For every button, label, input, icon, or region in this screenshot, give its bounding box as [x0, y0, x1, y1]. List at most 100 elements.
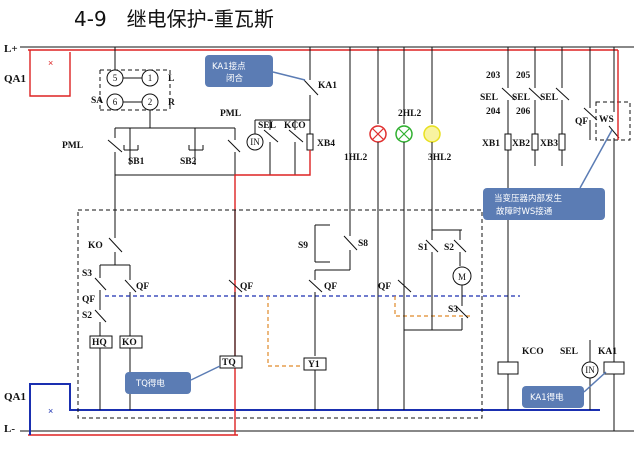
- sb2-label: SB2: [180, 157, 197, 167]
- sa-r-label: R: [168, 98, 175, 108]
- sb1-label: SB1: [128, 157, 145, 167]
- transformer-fault-callout: [483, 188, 605, 220]
- hq-coil: [89, 335, 113, 349]
- xb1-link: [504, 133, 512, 151]
- sa-label: SA: [91, 96, 103, 106]
- hq-label: HQ: [92, 338, 107, 348]
- fault-callout-pointer: [579, 129, 613, 189]
- sel1-label: SEL: [480, 93, 498, 103]
- sel3-label: SEL: [540, 93, 558, 103]
- sel-right-label: SEL: [560, 347, 578, 357]
- qa1-bottom-mark: ×: [48, 406, 53, 416]
- s3-right-contact: [455, 285, 469, 330]
- qf-left-label: QF: [82, 295, 95, 305]
- qf-a-label: QF: [136, 282, 149, 292]
- mechanism-dash-box: [77, 209, 483, 419]
- qa1-top-mark: ×: [48, 58, 53, 68]
- tq-callout-pointer: [190, 365, 221, 381]
- s2-left-label: S2: [82, 311, 92, 321]
- bus-positive-label: L+: [4, 43, 18, 55]
- qf-right-label: QF: [575, 117, 588, 127]
- s9-label: S9: [298, 241, 308, 251]
- sa-contact-6-num: 6: [113, 97, 118, 107]
- s8-contact: [343, 47, 358, 270]
- ka1-power-pointer: [583, 371, 607, 393]
- ka1-callout-line1: KA1接点: [212, 61, 246, 72]
- ko-contact: [108, 200, 123, 265]
- in-left-label: IN: [250, 137, 260, 147]
- bus-negative-label: L-: [4, 423, 15, 435]
- sel3-contact: [555, 47, 570, 134]
- pml-right-contact: [227, 128, 241, 175]
- lamp-2hl2-x: [397, 127, 411, 141]
- ka1-power-callout-text: KA1得电: [530, 392, 564, 403]
- kco-contact: [288, 120, 304, 175]
- sb1-button: [123, 140, 139, 165]
- s2-right-label: S2: [444, 243, 454, 253]
- ka1-contact-label: KA1: [318, 81, 337, 91]
- kco-coil: [497, 361, 519, 375]
- qf-c-label: QF: [324, 282, 337, 292]
- ka1-contact: [303, 47, 319, 120]
- lamp-1hl2-x: [371, 127, 385, 141]
- lamp-2hl2-label: 2HL2: [398, 109, 421, 119]
- xb3-link: [558, 133, 566, 151]
- sa-contact-2-num: 2: [148, 97, 153, 107]
- ka1-callout-line2: 闭合: [226, 73, 244, 84]
- tq-label: TQ: [222, 358, 236, 368]
- tq-callout: [125, 372, 191, 394]
- fault-callout-line2: 故障时WS接通: [496, 206, 553, 217]
- xb3-label: XB3: [540, 139, 558, 149]
- xb1-label: XB1: [482, 139, 500, 149]
- qa1-bottom-label: QA1: [4, 391, 26, 403]
- s3-right-label: S3: [448, 305, 458, 315]
- ko-coil: [119, 335, 143, 349]
- pml-top-label: PML: [220, 109, 241, 119]
- ka1-closed-callout: [205, 55, 273, 87]
- qf-left-contact: [124, 265, 137, 336]
- s9-bracket: [314, 224, 330, 263]
- s2-right-contact: [453, 230, 467, 266]
- n205-label: 205: [516, 71, 531, 81]
- lamp-3hl2: [423, 125, 441, 143]
- pml-left-label: PML: [62, 141, 83, 151]
- lamp-1hl2-label: 1HL2: [344, 153, 367, 163]
- s1-label: S1: [418, 243, 428, 253]
- tq-callout-text: TQ得电: [135, 378, 165, 389]
- qa1-top-loop: [29, 50, 71, 97]
- page-title: 4-9 继电保护-重瓦斯: [74, 7, 274, 31]
- fault-callout-line1: 当变压器内部发生: [494, 193, 563, 204]
- kco-coil-label: KCO: [522, 347, 544, 357]
- motor-label: M: [458, 272, 466, 282]
- s8-label: S8: [358, 239, 368, 249]
- qf-d-contact: [397, 270, 412, 330]
- ko-label: KO: [88, 241, 103, 251]
- n204-label: 204: [486, 107, 501, 117]
- xb2-link: [531, 133, 539, 151]
- sa-dash-frame: [99, 69, 171, 111]
- sa-contact-1-num: 1: [148, 73, 153, 83]
- qf-b-label: QF: [240, 282, 253, 292]
- tq-coil: [219, 355, 243, 369]
- trip-path-main: [234, 150, 311, 435]
- sel2-contact: [528, 47, 543, 134]
- qf-right-contact: [583, 47, 598, 140]
- s3-left-label: S3: [82, 269, 92, 279]
- qa1-top-label: QA1: [4, 73, 26, 85]
- s1-contact: [425, 230, 439, 330]
- sel-label: SEL: [258, 121, 276, 131]
- s3-left-contact: [94, 265, 107, 300]
- sb2-button: [188, 140, 204, 165]
- qf-c-contact: [308, 270, 323, 356]
- n206-label: 206: [516, 107, 531, 117]
- blue-return-line: [29, 383, 600, 435]
- s2-left-contact: [94, 300, 107, 336]
- xb4-link: [306, 133, 314, 151]
- y1-label: Y1: [308, 360, 320, 370]
- orange-interlock-2: [394, 296, 470, 317]
- xb2-label: XB2: [512, 139, 530, 149]
- pml-left-contact: [107, 139, 123, 200]
- ka1-coil-label: KA1: [598, 347, 617, 357]
